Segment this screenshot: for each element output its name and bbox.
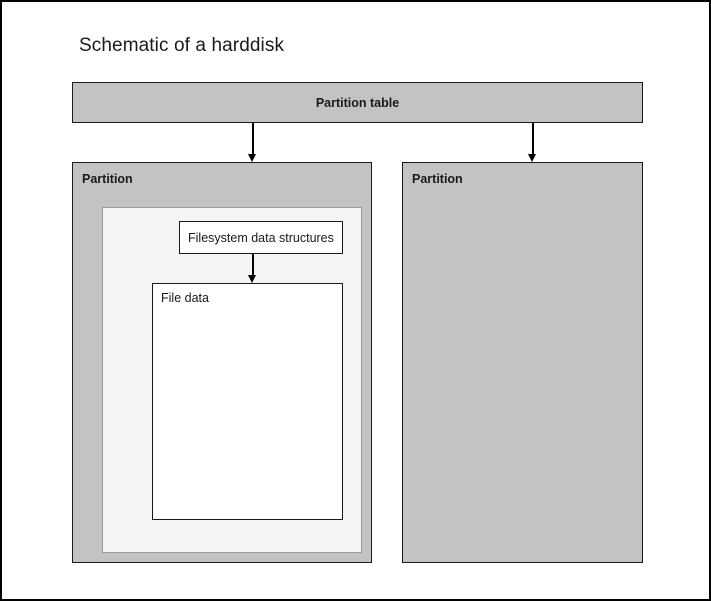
- file-data-box[interactable]: File data: [152, 283, 343, 520]
- filesystem-data-structures-box[interactable]: Filesystem data structures: [179, 221, 343, 254]
- partition-table-label: Partition table: [315, 95, 400, 110]
- partition-table-box[interactable]: Partition table: [72, 82, 643, 123]
- partition-left-label: Partition: [82, 172, 133, 186]
- file-data-label: File data: [161, 291, 209, 305]
- partition-right-box[interactable]: Partition: [402, 162, 643, 563]
- filesystem-data-structures-label: Filesystem data structures: [188, 230, 334, 245]
- partition-right-label: Partition: [412, 172, 463, 186]
- page-title: Schematic of a harddisk: [79, 35, 285, 56]
